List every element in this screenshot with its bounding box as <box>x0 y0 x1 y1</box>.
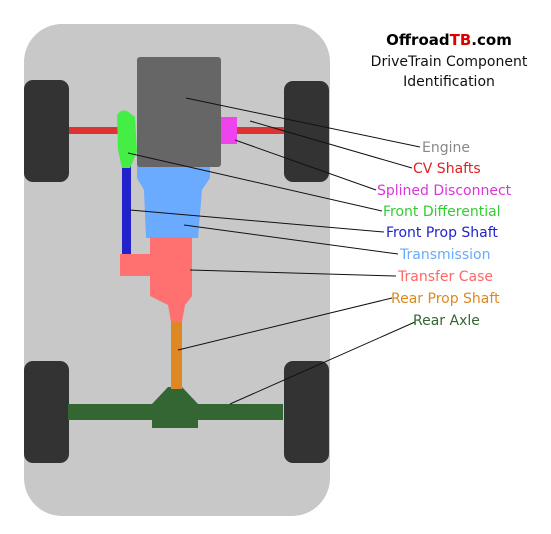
title-line-2: Identification <box>403 74 495 90</box>
rear-prop-shaft <box>171 322 182 389</box>
transfer-case <box>120 237 192 322</box>
leader-front-differential <box>127 152 383 212</box>
leader-transmission <box>183 224 399 255</box>
front-prop-shaft <box>122 166 131 254</box>
brand-prefix: Offroad <box>386 31 449 49</box>
label-front-prop-shaft: Front Prop Shaft <box>386 225 498 241</box>
label-rear-prop-shaft: Rear Prop Shaft <box>391 291 500 307</box>
label-front-differential: Front Differential <box>383 204 501 220</box>
wheel-rear-left <box>24 361 69 463</box>
rear-differential <box>152 387 198 428</box>
label-transfer-case: Transfer Case <box>397 269 493 285</box>
label-cv-shafts: CV Shafts <box>413 161 481 177</box>
label-transmission: Transmission <box>399 247 490 263</box>
engine-block <box>137 57 221 167</box>
label-engine: Engine <box>422 140 470 156</box>
wheel-rear-right <box>284 361 329 463</box>
leader-transfer-case <box>189 269 397 277</box>
leader-rear-axle <box>229 321 416 405</box>
brand-title: OffroadTB.com <box>386 31 512 49</box>
cv-shaft-left <box>68 127 118 134</box>
leader-lines <box>127 97 421 405</box>
brand-highlight: TB <box>450 31 472 49</box>
leader-rear-prop-shaft <box>177 297 393 351</box>
leader-front-prop-shaft <box>129 209 385 233</box>
transmission <box>137 165 210 238</box>
wheel-front-right <box>284 81 329 182</box>
cv-shaft-right <box>237 127 285 134</box>
wheel-front-left <box>24 80 69 182</box>
splined-disconnect <box>221 117 237 144</box>
leader-engine <box>185 97 421 148</box>
leader-cv-shafts <box>249 120 413 169</box>
title-line-1: DriveTrain Component <box>371 54 528 70</box>
label-splined-disconnect: Splined Disconnect <box>377 183 512 199</box>
label-rear-axle: Rear Axle <box>413 313 480 329</box>
brand-suffix: .com <box>471 31 512 49</box>
leader-splined-disconnect <box>234 139 377 191</box>
